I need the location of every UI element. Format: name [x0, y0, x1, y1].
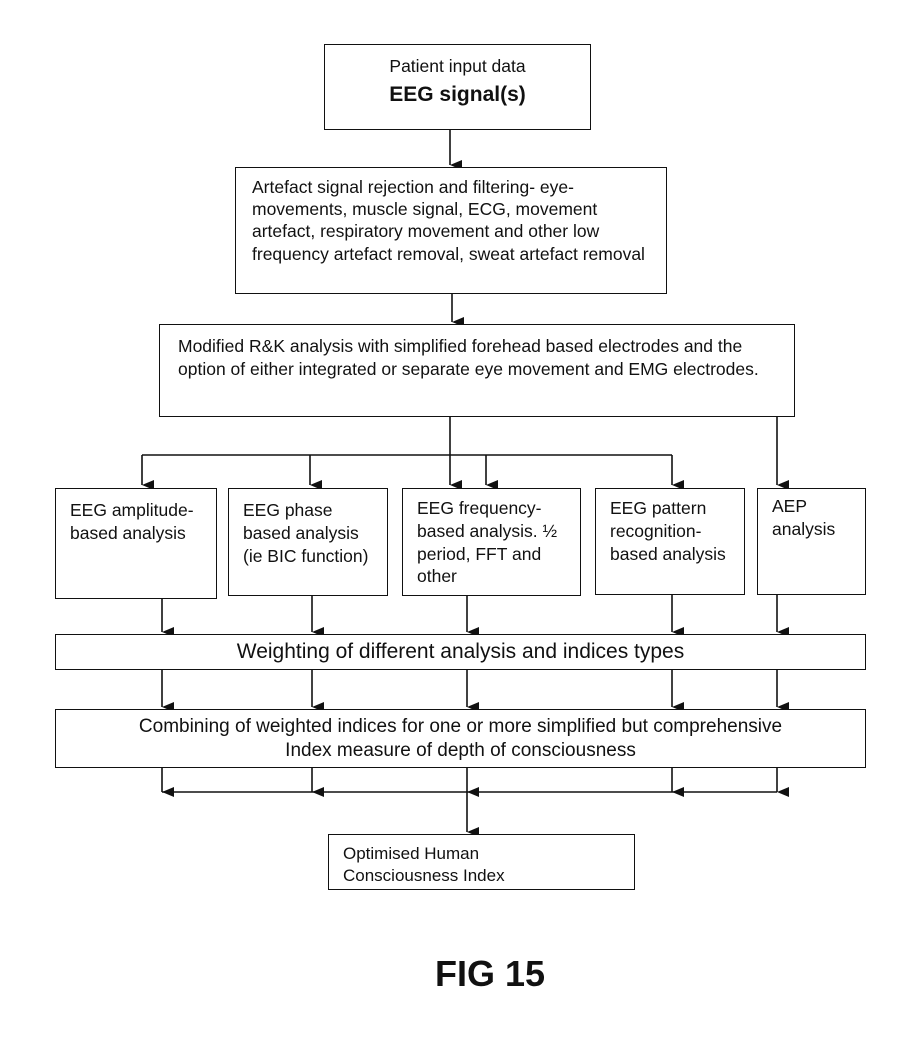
combining-box: Combining of weighted indices for one or…: [55, 709, 866, 768]
aep-analysis-box: AEP analysis: [757, 488, 866, 595]
frequency-analysis-box: EEG frequency-based analysis. ½ period, …: [402, 488, 581, 596]
weighting-text: Weighting of different analysis and indi…: [56, 638, 865, 666]
phase-analysis-text: EEG phase based analysis (ie BIC functio…: [243, 499, 379, 567]
input-box: Patient input data EEG signal(s): [324, 44, 591, 130]
artefact-box: Artefact signal rejection and filtering-…: [235, 167, 667, 294]
rk-analysis-box: Modified R&K analysis with simplified fo…: [159, 324, 795, 417]
phase-analysis-box: EEG phase based analysis (ie BIC functio…: [228, 488, 388, 596]
pattern-analysis-box: EEG pattern recognition-based analysis: [595, 488, 745, 595]
pattern-analysis-text: EEG pattern recognition-based analysis: [610, 497, 736, 565]
combining-text-line1: Combining of weighted indices for one or…: [56, 715, 865, 739]
amplitude-analysis-text: EEG amplitude-based analysis: [70, 499, 208, 545]
weighting-box: Weighting of different analysis and indi…: [55, 634, 866, 670]
output-text: Optimised Human Consciousness Index: [343, 843, 543, 887]
input-label: Patient input data: [325, 55, 590, 78]
artefact-text: Artefact signal rejection and filtering-…: [252, 176, 654, 265]
input-signal-label: EEG signal(s): [325, 81, 590, 109]
aep-analysis-text: AEP analysis: [772, 495, 857, 541]
figure-label: FIG 15: [390, 953, 590, 995]
amplitude-analysis-box: EEG amplitude-based analysis: [55, 488, 217, 599]
combining-text-line2: Index measure of depth of consciousness: [56, 739, 865, 763]
frequency-analysis-text: EEG frequency-based analysis. ½ period, …: [417, 497, 572, 588]
rk-analysis-text: Modified R&K analysis with simplified fo…: [178, 335, 784, 381]
output-box: Optimised Human Consciousness Index: [328, 834, 635, 890]
